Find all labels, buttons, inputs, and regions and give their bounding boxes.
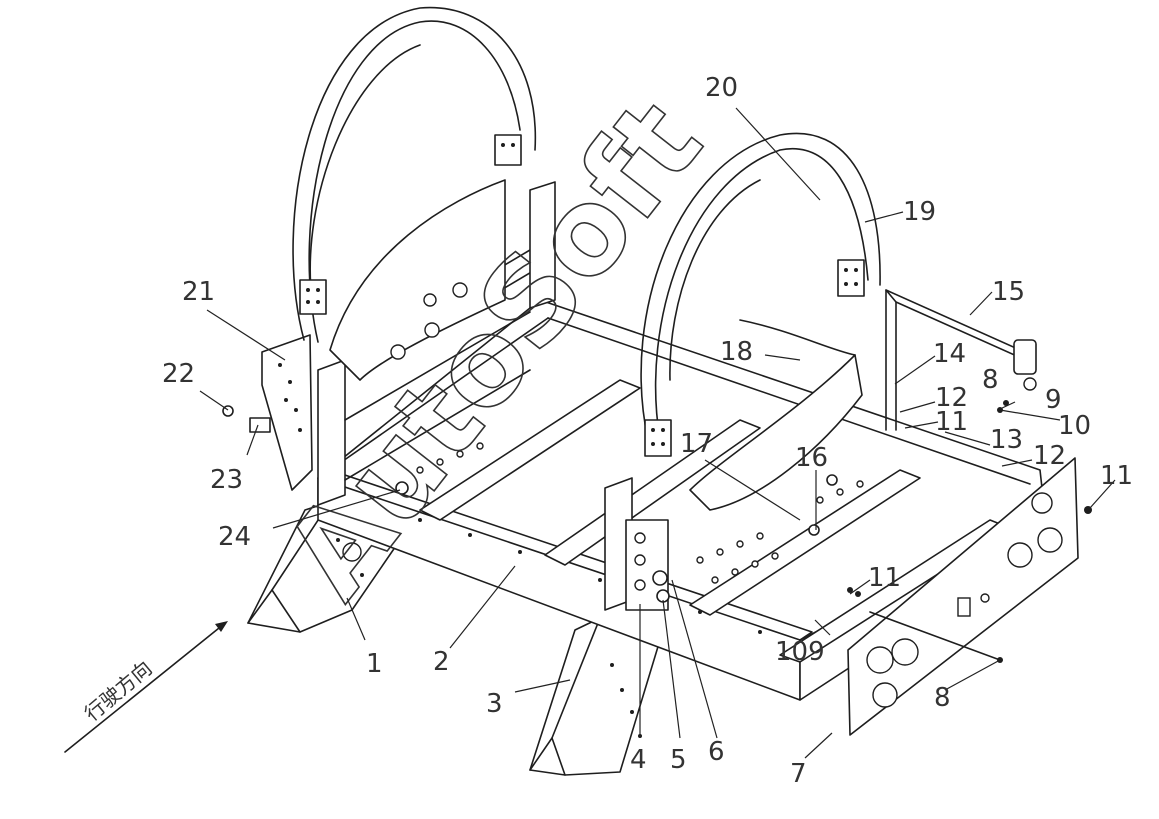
callout-leaders [199,107,1116,759]
callout-5: 5 [670,745,687,775]
callout-7: 7 [790,759,807,789]
callout-6: 6 [708,737,725,767]
callout-16: 16 [795,443,828,473]
center-upright-post [604,477,669,611]
rear-bracket-frame [885,289,1037,431]
front-center-skid [529,617,661,776]
callout-13: 13 [990,425,1023,455]
callout-18: 18 [720,337,753,367]
callout-20: 20 [705,73,738,103]
driving-direction-indicator: 行驶方向 [64,621,228,753]
callout-2: 2 [433,647,450,677]
right-end-plate [847,457,1079,736]
callout-1: 1 [366,649,383,679]
callout-19: 19 [903,197,936,227]
callout-109: 109 [775,637,825,667]
callout-24: 24 [218,522,251,552]
callout-23: 23 [210,465,243,495]
direction-label: 行驶方向 [80,656,157,726]
callout-labels: 1 2 3 4 5 6 7 8 8 9 10 109 11 11 11 12 1… [162,73,1133,789]
callout-12-lower: 12 [1033,441,1066,471]
left-tank-ring [292,6,537,343]
callout-12-upper: 12 [935,383,968,413]
callout-22: 22 [162,359,195,389]
callout-4: 4 [630,745,647,775]
rail-holes [418,518,762,634]
callout-15: 15 [992,277,1025,307]
callout-11-mid: 11 [935,407,968,437]
right-saddle [689,319,863,511]
callout-3: 3 [486,689,503,719]
callout-10: 10 [1058,411,1091,441]
callout-11-right: 11 [1100,461,1133,491]
callout-8-upper: 8 [982,365,999,395]
callout-17: 17 [680,429,713,459]
callout-9: 9 [1045,385,1062,415]
callout-8-lower: 8 [934,683,951,713]
callout-14: 14 [933,339,966,369]
floor-plate-holes [416,442,864,584]
left-side-plate [261,334,313,491]
left-saddle [329,179,506,381]
callout-21: 21 [182,277,215,307]
callout-11-lower: 11 [868,563,901,593]
